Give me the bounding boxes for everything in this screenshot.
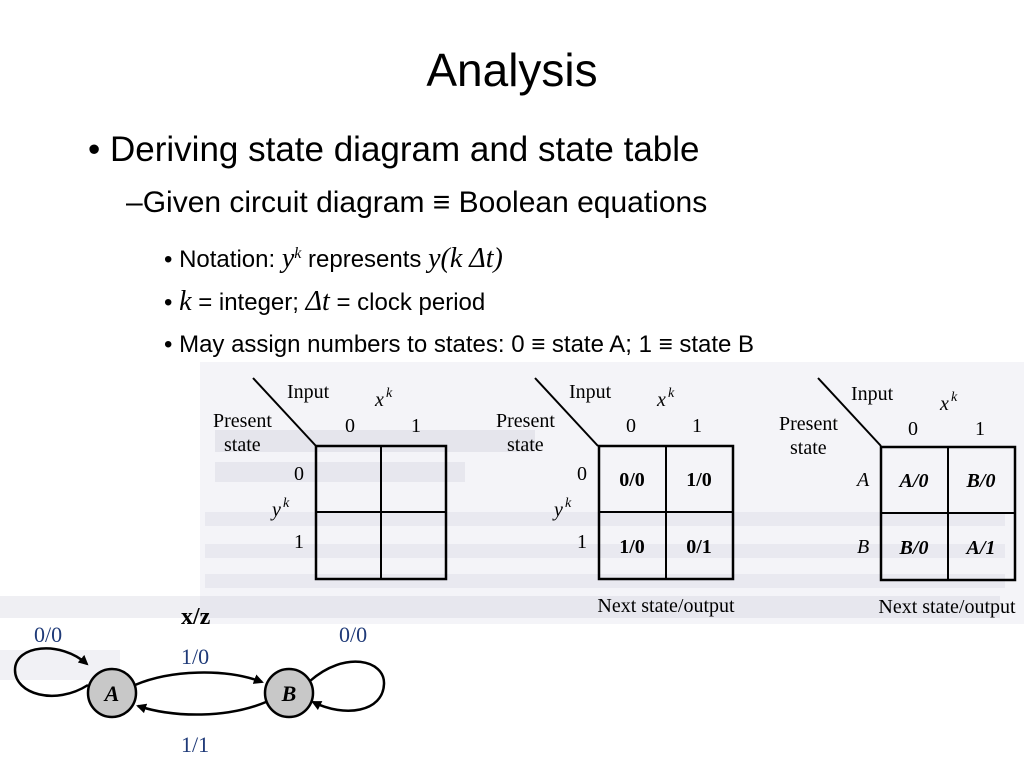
text-a: Given circuit diagram [142, 186, 425, 219]
ghost-bleed-through [0, 430, 1005, 680]
state-a-label: A [103, 681, 120, 706]
state-var: y [270, 499, 281, 521]
sub-bullet-assign-numbers: • May assign numbers to states: 0 ≡ stat… [164, 329, 754, 361]
notation-label: Notation: [179, 246, 276, 273]
represents: represents [308, 246, 422, 273]
a-to-b-label: 1/0 [181, 644, 209, 669]
slide-title: Analysis [426, 44, 598, 96]
input-var: x [656, 389, 666, 411]
b-to-a-arrow [136, 700, 267, 716]
input-label: Input [287, 381, 330, 403]
state-var: y [552, 499, 563, 521]
bullet-deriving: • Deriving state diagram and state table [88, 128, 700, 172]
present-label: Present [213, 410, 272, 432]
bullet-dot: • [164, 289, 173, 316]
cell-1-1: 0/1 [686, 536, 712, 558]
col-0: 0 [626, 415, 636, 437]
bullet-dot: • [88, 130, 101, 169]
state-label: state [790, 437, 827, 459]
sub-bullet-k-integer: • k = integer; Δt = clock period [164, 286, 485, 319]
input-label: Input [569, 381, 612, 403]
col-0: 0 [908, 418, 918, 440]
cell-0-0: A/0 [898, 470, 929, 492]
cell-1-1: A/1 [965, 537, 996, 559]
sub-bullet-notation: • Notation: yk represents y(k Δt) [164, 238, 503, 276]
present-label: Present [779, 413, 838, 435]
text-a: = integer; [198, 289, 299, 316]
state-label: state [507, 434, 544, 456]
col-0: 0 [345, 415, 355, 437]
input-var: x [939, 393, 949, 415]
loop-b-arrow [309, 660, 386, 712]
bullet-text: Deriving state diagram and state table [110, 130, 700, 169]
state-table-symbolic: Input x k 0 1 Present state A B A/0 B/0 … [779, 377, 1017, 618]
state-label: state [224, 434, 261, 456]
state-sup: k [565, 496, 572, 511]
state-sup: k [283, 496, 290, 511]
text-b: = clock period [336, 289, 486, 316]
cell-0-1: B/0 [966, 470, 996, 492]
b-to-a-label: 1/1 [181, 732, 209, 757]
row-0: 0 [577, 463, 587, 485]
expr: y(k Δt) [428, 243, 503, 274]
cell-1-0: B/0 [899, 537, 929, 559]
input-var: x [374, 389, 384, 411]
state-table-template: Input x k 0 1 Present state y k 0 1 [213, 377, 448, 581]
input-label: Input [851, 383, 894, 405]
input-sup: k [386, 386, 393, 401]
state-a-node [86, 667, 138, 719]
equiv-symbol: ≡ [432, 186, 451, 219]
var-k: k [179, 286, 192, 317]
present-label: Present [496, 410, 555, 432]
input-sup: k [668, 386, 675, 401]
cell-0-0: 0/0 [619, 469, 645, 491]
row-1: 1 [577, 531, 587, 553]
a-to-b-arrow [134, 671, 264, 687]
dash: – [126, 186, 143, 219]
table-caption: Next state/output [597, 595, 735, 617]
loop-b-label: 0/0 [339, 622, 367, 647]
loop-a-arrow [13, 647, 89, 698]
state-diagram: x/z 0/0 0/0 1/0 1/1 A B [13, 604, 386, 757]
bullet-dot: • [164, 331, 173, 358]
col-1: 1 [692, 415, 702, 437]
text: May assign numbers to states: 0 ≡ state … [179, 331, 755, 358]
input-sup: k [951, 390, 958, 405]
row-1: 1 [294, 531, 304, 553]
var-y: y [281, 243, 295, 274]
sup-k: k [294, 245, 302, 262]
delta-t: Δt [305, 286, 330, 317]
row-0: A [855, 469, 870, 491]
state-b-label: B [281, 681, 297, 706]
state-table-binary: Input x k 0 1 Present state y k 0 1 0/0 … [496, 377, 735, 617]
row-1: B [857, 536, 869, 558]
bullet-dot: • [164, 246, 173, 273]
col-1: 1 [975, 418, 985, 440]
table-caption: Next state/output [878, 596, 1016, 618]
sub-bullet-given-circuit: –Given circuit diagram ≡ Boolean equatio… [126, 183, 707, 223]
state-b-node [263, 667, 315, 719]
loop-a-label: 0/0 [34, 622, 62, 647]
io-header: x/z [181, 604, 211, 630]
cell-0-1: 1/0 [686, 469, 712, 491]
cell-1-0: 1/0 [619, 536, 645, 558]
row-0: 0 [294, 463, 304, 485]
text-b: Boolean equations [458, 186, 708, 219]
col-1: 1 [411, 415, 421, 437]
